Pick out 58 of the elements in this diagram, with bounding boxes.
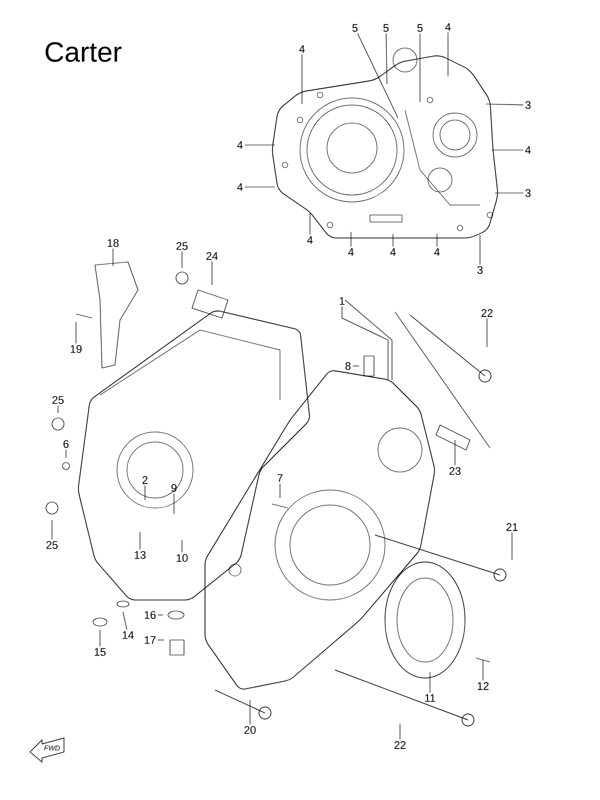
callout-number: 16 <box>144 611 156 619</box>
leader-line <box>112 248 114 266</box>
callout-number: 4 <box>525 146 531 154</box>
callout-number: 25 <box>176 242 188 250</box>
callout-number: 3 <box>477 266 483 274</box>
callout-number: 9 <box>171 484 177 492</box>
callout-number: 1 <box>340 297 345 305</box>
leader-line <box>436 234 438 247</box>
title: Carter <box>46 42 122 62</box>
callout-number: 5 <box>352 24 358 32</box>
leader-line <box>350 232 352 247</box>
callout-number: 2 <box>142 476 148 484</box>
leader-line <box>482 660 484 681</box>
callout-number: 15 <box>94 648 106 656</box>
callout-number: 10 <box>176 554 188 562</box>
callout-number: 21 <box>506 523 518 531</box>
leader-line <box>144 485 146 500</box>
leader-line <box>158 614 164 616</box>
callout-number: 4 <box>445 23 451 31</box>
callout-number: 22 <box>394 741 406 749</box>
callout-number: 5 <box>383 24 389 32</box>
leader-line <box>494 192 524 194</box>
leader-line <box>486 318 488 348</box>
callout-number: 3 <box>525 189 531 197</box>
callout-number: 18 <box>108 239 119 247</box>
leader-line <box>122 612 128 630</box>
leader-line <box>392 234 394 247</box>
callout-number: 19 <box>70 345 82 353</box>
leader-line <box>386 33 388 84</box>
callout-number: 6 <box>64 440 69 448</box>
callout-number: 14 <box>122 631 134 639</box>
callout-number: 4 <box>434 248 440 256</box>
callout-number: 20 <box>244 726 256 734</box>
callout-number: 4 <box>237 183 243 191</box>
leader-line <box>244 186 276 188</box>
callout-number: 22 <box>481 309 493 317</box>
callout-number: 13 <box>134 551 146 559</box>
callout-number: 7 <box>278 474 282 482</box>
callout-number: 4 <box>237 141 243 149</box>
leader-line <box>486 104 524 106</box>
leader-line <box>357 33 398 118</box>
callout-number: 11 <box>425 694 436 702</box>
callout-number: 8 <box>345 362 351 370</box>
callout-number: 12 <box>478 682 489 690</box>
callout-number: 4 <box>390 248 396 256</box>
callout-number: 4 <box>348 248 354 256</box>
callout-number: 3 <box>525 101 531 109</box>
callout-number: 25 <box>52 396 64 404</box>
leader-line <box>244 144 276 146</box>
callout-number: 4 <box>299 45 305 53</box>
callout-number: 5 <box>417 24 423 32</box>
callout-number: 4 <box>307 236 313 244</box>
callout-number: 17 <box>144 636 156 644</box>
callout-number: 24 <box>206 252 218 260</box>
callout-number: 23 <box>449 467 461 475</box>
leader-line <box>454 440 456 466</box>
callout-number: 25 <box>46 541 58 549</box>
leader-line <box>342 306 388 380</box>
